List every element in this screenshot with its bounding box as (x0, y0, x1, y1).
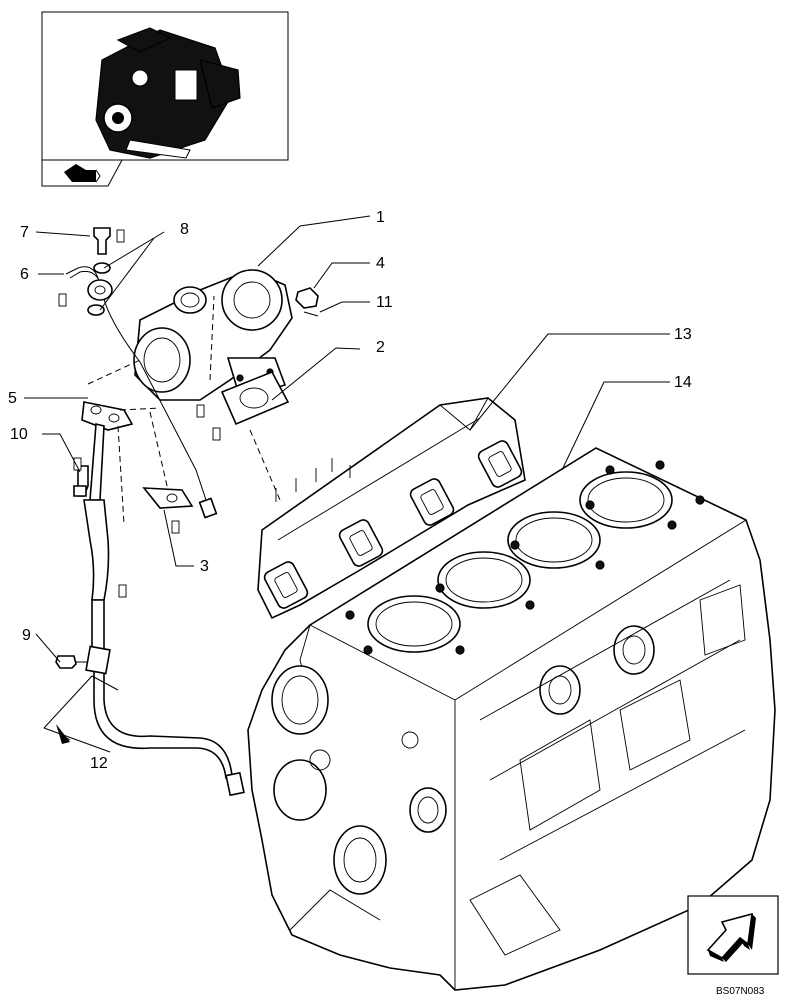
oil-return-pipe[interactable] (81, 401, 245, 797)
callout-6: 6 (20, 266, 29, 283)
callout-8: 8 (180, 221, 189, 238)
callout-11: 11 (376, 294, 393, 311)
callout-14: 14 (674, 374, 692, 391)
callout-labels: 1 2 3 4 5 6 7 8 9 10 11 12 13 14 (8, 209, 692, 772)
arrow-pointer-icon (64, 164, 101, 183)
callout-9: 9 (22, 627, 31, 644)
stud-part-11[interactable] (303, 311, 319, 317)
next-page-arrow-button[interactable] (687, 895, 779, 975)
engine-block[interactable] (247, 447, 776, 991)
bolt-part-10[interactable] (73, 465, 89, 497)
leader-lines (24, 215, 670, 753)
callout-7: 7 (20, 224, 29, 241)
engine-thumbnail-inset[interactable] (41, 11, 289, 187)
turbo-gasket[interactable] (220, 370, 290, 426)
banjo-bolt[interactable] (93, 227, 111, 255)
callout-3: 3 (200, 558, 209, 575)
pipe-clip[interactable] (85, 645, 111, 675)
engine-thumbnail-icon (95, 27, 241, 159)
turbocharger[interactable] (133, 269, 293, 401)
bolt-part-9[interactable] (55, 655, 96, 669)
callout-10: 10 (10, 426, 28, 443)
next-page-arrow-icon (706, 912, 756, 962)
cylinder-bores (367, 471, 673, 653)
nut-part-4[interactable] (295, 287, 319, 309)
callout-4: 4 (376, 255, 385, 272)
callout-2: 2 (376, 339, 385, 356)
exhaust-manifold[interactable] (257, 397, 526, 620)
callout-13: 13 (674, 326, 692, 343)
callout-12: 12 (90, 755, 108, 772)
detail-arrow-icon (56, 724, 70, 744)
reference-markers (58, 229, 221, 598)
callout-5: 5 (8, 390, 17, 407)
oil-feed-pipe[interactable] (65, 266, 218, 519)
callout-1: 1 (376, 209, 385, 226)
return-pipe-gasket[interactable] (142, 487, 194, 509)
drawing-code: BS07N083 (716, 986, 765, 997)
washers[interactable] (87, 262, 111, 316)
